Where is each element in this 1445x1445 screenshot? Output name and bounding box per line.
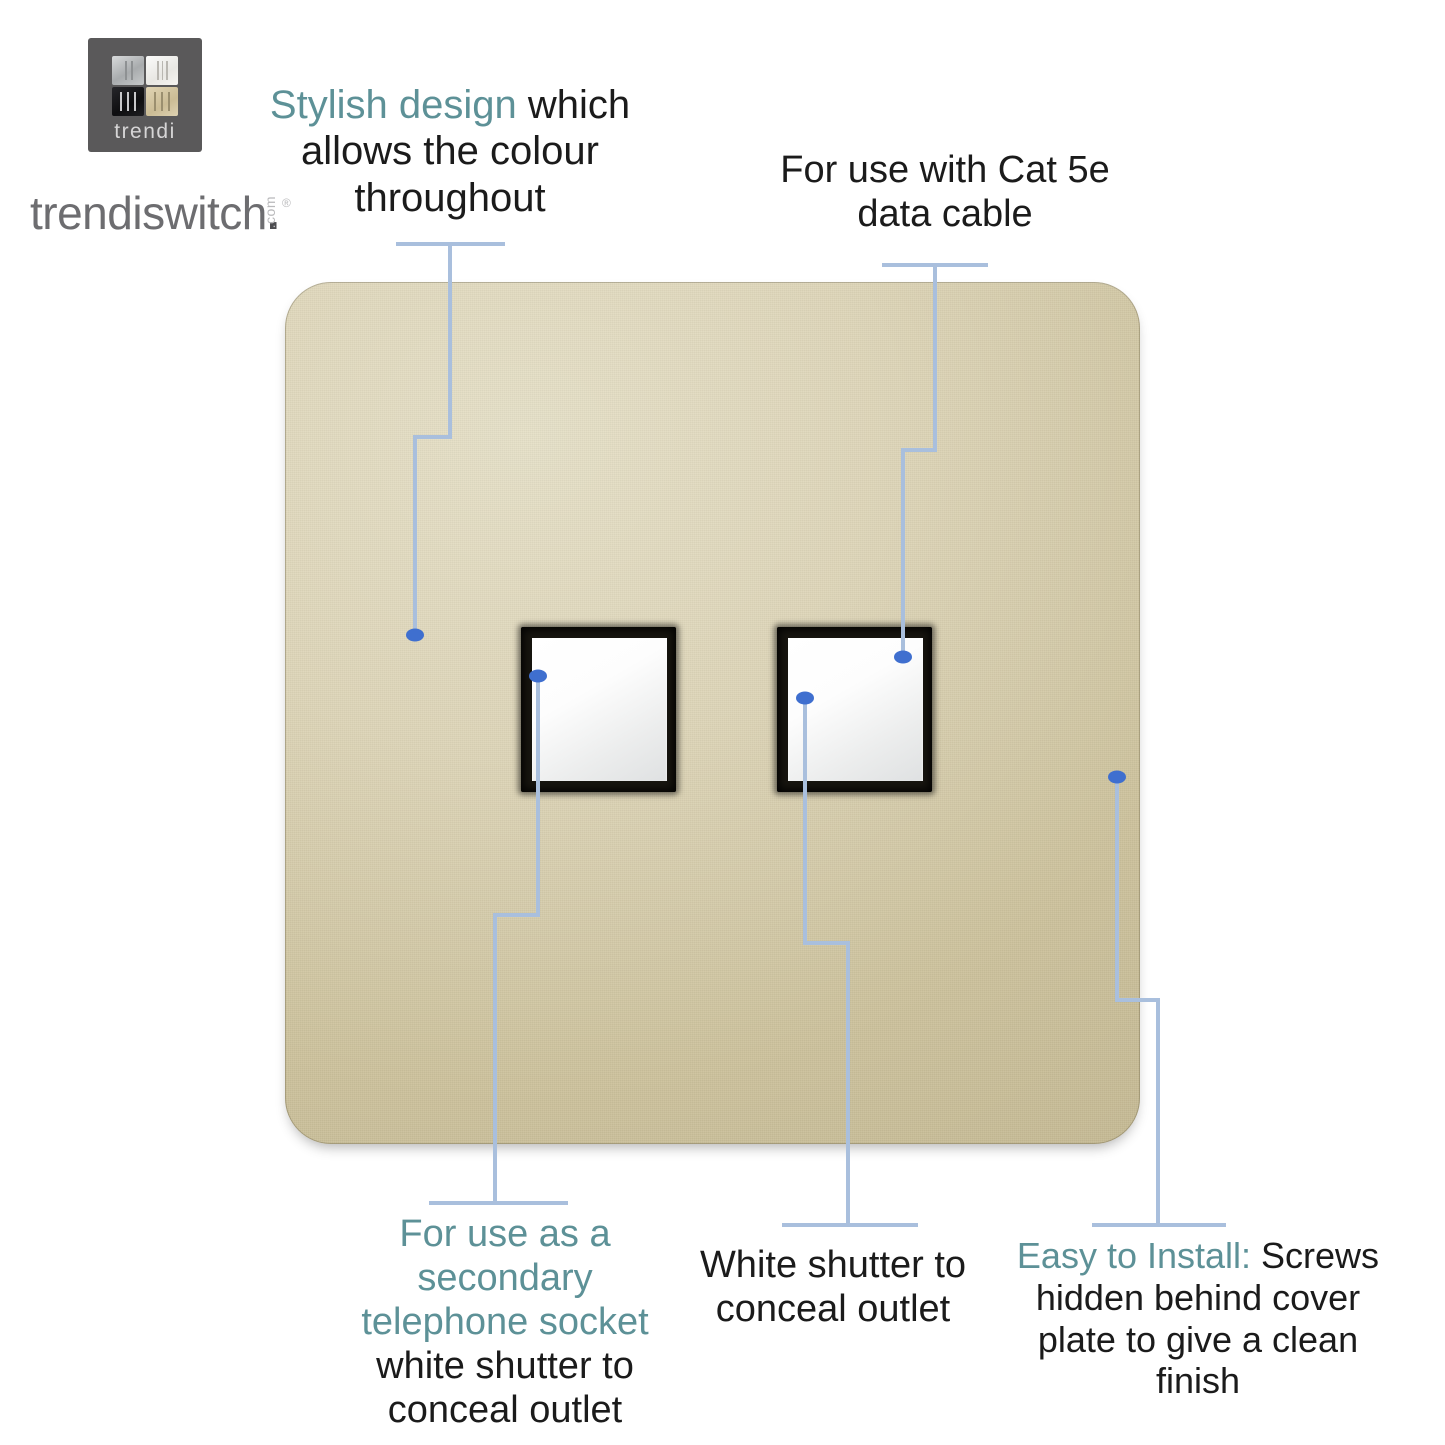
swatch-black-icon xyxy=(112,87,144,116)
logo-tile-word: trendi xyxy=(114,120,176,143)
swatch-silver-icon xyxy=(112,56,144,85)
annotation-white-shutter: White shutter to conceal outlet xyxy=(668,1243,998,1331)
annotation-body: white shutter to conceal outlet xyxy=(376,1345,634,1432)
white-shutter xyxy=(788,638,923,781)
annotation-body: For use with Cat 5e data cable xyxy=(780,149,1110,236)
plate-texture xyxy=(285,282,1140,1144)
white-shutter xyxy=(532,638,667,781)
annotation-highlight: Easy to Install: xyxy=(1016,1235,1252,1276)
data-socket-outlet[interactable] xyxy=(777,627,932,792)
switch-cover-plate xyxy=(285,282,1140,1144)
annotation-body: White shutter to conceal outlet xyxy=(699,1244,967,1331)
telephone-socket-outlet[interactable] xyxy=(521,627,676,792)
brand-wordmark-text: trendiswitch xyxy=(30,187,267,239)
annotation-body: Screws hidden behind cover plate to give… xyxy=(1035,1235,1380,1402)
annotation-highlight: For use as a secondary telephone socket xyxy=(361,1213,649,1344)
registered-mark-icon: ® xyxy=(282,196,291,210)
swatch-grid xyxy=(112,56,178,116)
brand-wordmark-dot: . xyxy=(266,187,280,239)
annotation-highlight: Stylish design xyxy=(269,83,517,127)
trendi-logo-tile: trendi xyxy=(88,38,202,152)
annotation-body: which allows the colour throughout xyxy=(301,83,631,220)
plate-edge xyxy=(285,282,1140,1144)
brand-wordmark: trendiswitch. xyxy=(30,186,280,240)
swatch-gold-icon xyxy=(146,87,178,116)
swatch-white-icon xyxy=(146,56,178,85)
annotation-easy-install: Easy to Install: Screws hidden behind co… xyxy=(1003,1235,1393,1402)
annotation-stylish-design: Stylish design which allows the colour t… xyxy=(250,82,650,221)
brand-logo: trendi trendiswitch. .com ® xyxy=(20,36,300,239)
annotation-secondary-telephone: For use as a secondary telephone socket … xyxy=(335,1212,675,1432)
annotation-cat5e-cable: For use with Cat 5e data cable xyxy=(770,148,1120,236)
